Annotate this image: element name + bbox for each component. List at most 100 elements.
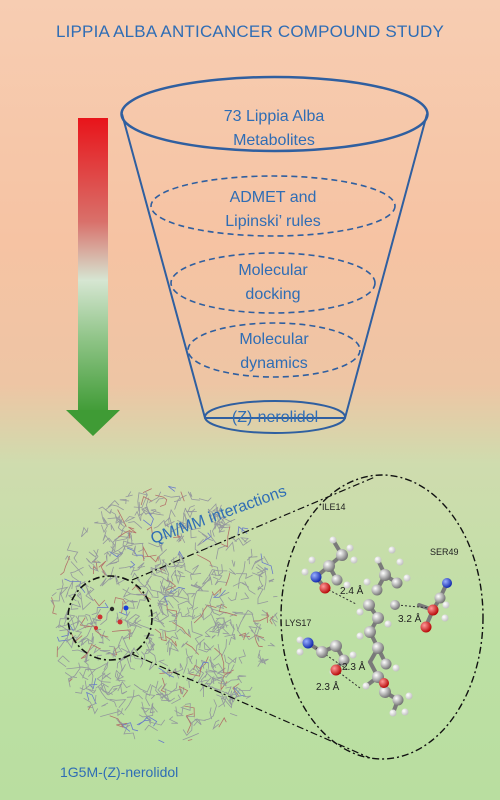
- protein-bond: [224, 654, 230, 665]
- protein-bond: [113, 597, 127, 605]
- protein-bond: [223, 679, 239, 686]
- protein-bond: [245, 624, 261, 641]
- protein-bond: [178, 685, 189, 698]
- protein-bond: [177, 513, 188, 526]
- protein-bond: [70, 615, 76, 631]
- protein-bond: [122, 597, 138, 605]
- protein-bond: [109, 566, 120, 586]
- protein-bond: [140, 704, 153, 713]
- protein-bond: [91, 606, 98, 616]
- protein-bond: [193, 604, 217, 624]
- protein-bond: [203, 642, 212, 651]
- protein-bond: [117, 681, 131, 692]
- protein-bond: [180, 491, 185, 502]
- protein-bond: [173, 534, 182, 542]
- protein-bond: [176, 552, 185, 564]
- protein-bond: [205, 604, 225, 616]
- protein-bond: [211, 506, 220, 512]
- protein-bond: [115, 616, 123, 623]
- protein-bond: [66, 666, 84, 670]
- protein-bond: [142, 512, 154, 527]
- protein-bond: [158, 667, 175, 678]
- protein-bond: [189, 664, 202, 677]
- protein-bond: [199, 656, 209, 673]
- protein-bond: [144, 637, 156, 655]
- protein-bond: [190, 527, 201, 539]
- protein-bond: [274, 613, 278, 620]
- binding-site-highlight: [67, 575, 153, 661]
- protein-bond: [82, 668, 97, 679]
- protein-bond: [263, 555, 269, 565]
- protein-bond: [248, 626, 257, 632]
- protein-bond: [50, 591, 65, 605]
- protein-bond: [151, 591, 159, 598]
- protein-bond: [187, 739, 193, 741]
- protein-bond: [220, 526, 231, 548]
- protein-bond: [148, 611, 160, 623]
- protein-bond: [254, 633, 266, 642]
- protein-bond: [214, 523, 225, 533]
- protein-bond: [115, 676, 126, 682]
- protein-bond: [68, 676, 73, 681]
- protein-bond: [218, 504, 222, 512]
- protein-bond: [115, 717, 125, 725]
- protein-bond: [77, 615, 89, 625]
- protein-bond: [85, 587, 94, 602]
- protein-bond: [202, 593, 213, 621]
- protein-bond: [220, 697, 226, 707]
- protein-bond: [169, 594, 189, 603]
- protein-bond: [136, 580, 150, 588]
- protein-bond: [160, 577, 164, 594]
- protein-bond: [204, 671, 216, 686]
- protein-bond: [212, 576, 227, 586]
- protein-bond: [87, 705, 92, 711]
- protein-bond: [67, 662, 81, 688]
- protein-bond: [149, 716, 166, 726]
- protein-bond: [195, 638, 205, 654]
- stage-admet-line2: Lipinski’ rules: [225, 213, 320, 230]
- protein-bond: [185, 648, 193, 665]
- protein-bond: [166, 603, 178, 620]
- protein-bond: [185, 716, 195, 725]
- protein-bond: [94, 663, 107, 671]
- protein-bond: [122, 587, 132, 598]
- protein-bond: [65, 580, 74, 598]
- protein-bond: [85, 557, 97, 564]
- protein-bond: [215, 545, 227, 560]
- protein-bond: [165, 577, 175, 595]
- protein-bond: [143, 633, 155, 637]
- protein-bond: [207, 508, 217, 517]
- protein-bond: [174, 494, 187, 510]
- protein-bond: [77, 592, 92, 611]
- stage-dynamics-line1: Molecular: [239, 331, 309, 348]
- protein-bond: [162, 683, 172, 693]
- protein-bond: [84, 583, 95, 595]
- protein-bond: [121, 601, 124, 614]
- protein-bond: [83, 625, 109, 638]
- protein-bond: [241, 527, 249, 533]
- protein-bond: [128, 521, 143, 529]
- protein-bond: [51, 592, 57, 597]
- protein-bond: [167, 640, 179, 653]
- protein-bond: [60, 555, 70, 576]
- protein-bond: [214, 516, 232, 530]
- protein-bond: [118, 565, 135, 576]
- protein-bond: [145, 642, 155, 652]
- protein-bond: [233, 686, 245, 697]
- protein-bond: [237, 614, 246, 632]
- protein-bond: [153, 519, 175, 529]
- protein-bond: [79, 671, 89, 680]
- protein-bond: [183, 705, 195, 718]
- protein-bond: [56, 579, 69, 596]
- protein-bond: [229, 621, 235, 631]
- protein-bond: [136, 715, 158, 727]
- protein-bond: [86, 691, 97, 705]
- protein-bond: [257, 649, 266, 667]
- protein-bond: [114, 669, 124, 682]
- protein-bond: [70, 561, 84, 576]
- protein-bond: [57, 655, 70, 668]
- protein-bond: [84, 680, 96, 692]
- protein-bond: [228, 636, 235, 646]
- protein-bond: [105, 554, 122, 567]
